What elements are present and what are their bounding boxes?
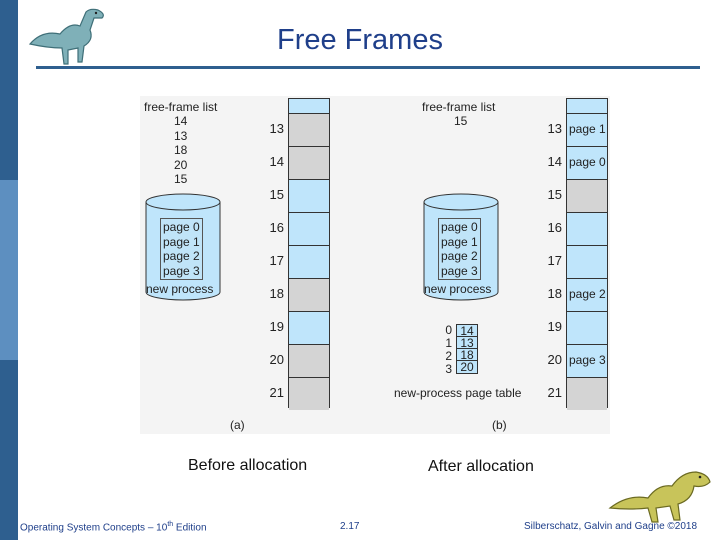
free-frame-entry-b: 15 [454,114,468,128]
memory-frame-a [289,212,329,245]
disk-page-b: page 3 [441,263,478,278]
page-table-index: 0 [445,323,452,337]
page-table-entry: 13 [457,337,477,349]
page-table-index: 2 [445,349,452,363]
disk-label-b: new process [424,282,492,296]
memory-frame-b [567,179,607,212]
frame-number-a: 16 [269,220,284,235]
frame-number-b: 19 [547,319,562,334]
disk-page-a: page 3 [163,263,200,278]
memory-frame-a [289,245,329,278]
memory-frame-b [567,212,607,245]
memory-frame-b: page 3 [567,344,607,377]
sub-label-b: (b) [492,418,507,432]
free-frame-entry-a: 20 [174,157,188,172]
side-stripe-highlight [0,180,18,360]
caption-after: After allocation [428,458,534,475]
frame-number-b: 16 [547,220,562,235]
memory-frame-a [289,146,329,179]
sub-label-a: (a) [230,418,245,432]
footer-book-title: Operating System Concepts – 10th Edition [20,521,207,533]
free-frame-entry-a: 13 [174,128,188,143]
frame-number-a: 15 [269,187,284,202]
disk-pages-b: page 0 page 1 page 2 page 3 [438,218,481,280]
disk-page-b: page 0 [441,220,478,234]
frame-number-a: 17 [269,253,284,268]
disk-page-a: page 0 [163,220,200,234]
memory-frame-label-b: page 3 [569,353,606,367]
footer-book-title-sup: th [167,521,174,528]
page-table-index: 1 [445,336,452,350]
memory-frame-b: page 2 [567,278,607,311]
memory-frame-b [567,245,607,278]
page-table-label: new-process page table [394,386,522,400]
frame-number-a: 21 [269,385,284,400]
free-frame-list-label-b: free-frame list [422,100,496,114]
frame-number-b: 17 [547,253,562,268]
disk-page-b: page 1 [441,234,478,249]
memory-frame-a [289,311,329,344]
memory-frame-a [289,377,329,410]
frame-number-b: 20 [547,352,562,367]
frame-number-a: 20 [269,352,284,367]
memory-frame-b [567,377,607,410]
memory-frame-label-b: page 2 [569,287,606,301]
title-rule [36,66,700,69]
memory-frame-a [289,344,329,377]
footer-page-number: 2.17 [340,521,360,532]
page-table-entry: 14 [457,325,477,337]
frame-number-a: 18 [269,286,284,301]
memory-frame-label-b: page 1 [569,122,606,136]
disk-label-a: new process [146,282,214,296]
disk-pages-a: page 0 page 1 page 2 page 3 [160,218,203,280]
memory-frame-label-b: page 0 [569,155,606,169]
caption-before: Before allocation [188,457,308,474]
page-table-entry: 18 [457,349,477,361]
memory-frame-a [289,113,329,146]
frame-number-b: 18 [547,286,562,301]
disk-page-b: page 2 [441,249,478,263]
footer-book-title-prefix: Operating System Concepts – 10 [20,522,168,534]
memory-frame-top-b [567,99,607,113]
frame-number-b: 15 [547,187,562,202]
memory-frame-b: page 1 [567,113,607,146]
free-frame-entry-a: 15 [174,172,188,186]
dinosaur-icon [28,8,104,65]
free-frame-list-label-a: free-frame list [144,100,218,114]
page-table-index: 3 [445,362,452,376]
footer-book-title-suffix: Edition [173,522,207,534]
frame-number-a: 14 [269,154,284,169]
page-table-entry: 20 [457,361,477,373]
free-frame-entry-a: 14 [174,114,188,128]
frame-number-b: 14 [547,154,562,169]
memory-frame-a [289,179,329,212]
disk-page-a: page 1 [163,234,200,249]
dinosaur-icon [608,471,711,523]
frame-number-b: 13 [547,121,562,136]
memory-frames-a [288,98,330,410]
frame-number-a: 19 [269,319,284,334]
frame-number-a: 13 [269,121,284,136]
footer-copyright: Silberschatz, Galvin and Gagne ©2018 [524,521,698,532]
memory-frame-top-a [289,99,329,113]
frame-number-b: 21 [547,385,562,400]
memory-frames-b: page 1 page 0 page 2 page 3 [566,98,608,410]
memory-frame-b [567,311,607,344]
memory-frame-a [289,278,329,311]
free-frame-entry-a: 18 [174,143,188,157]
page-title: Free Frames [277,24,443,56]
memory-frame-b: page 0 [567,146,607,179]
side-stripe [0,0,18,540]
disk-page-a: page 2 [163,249,200,263]
